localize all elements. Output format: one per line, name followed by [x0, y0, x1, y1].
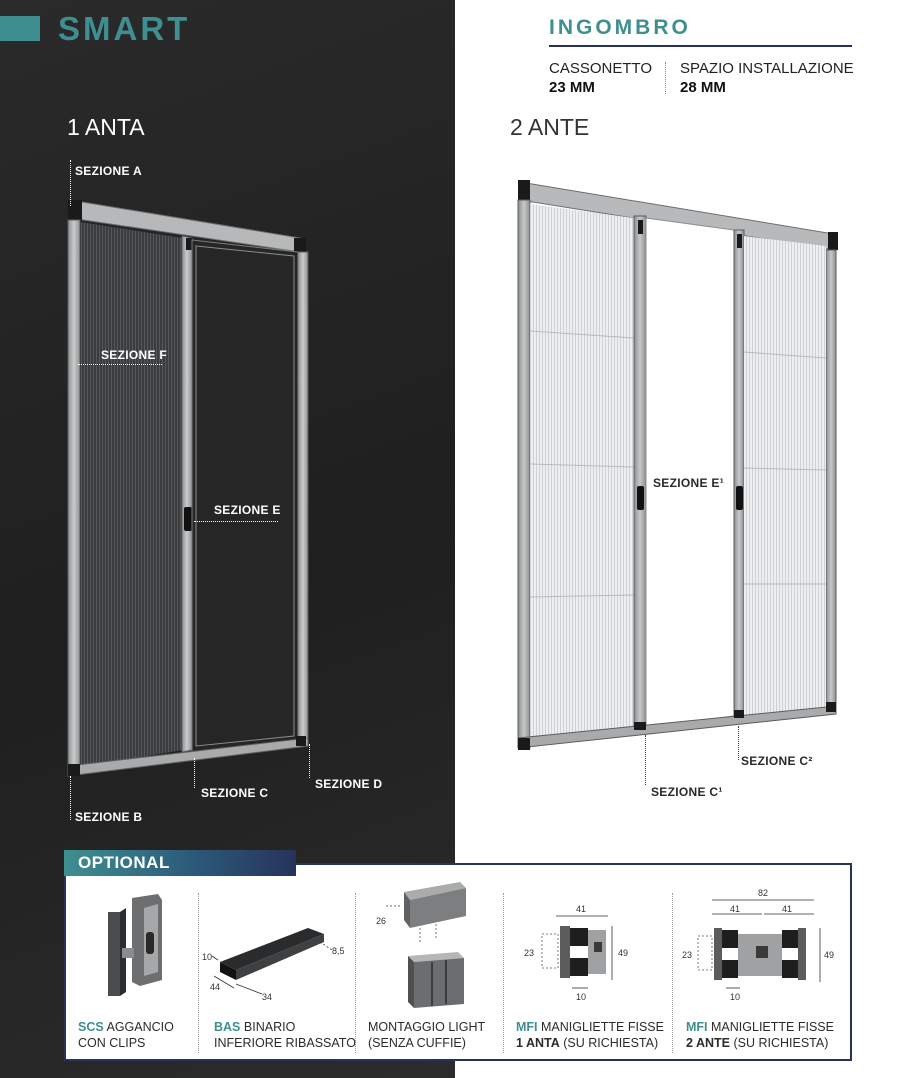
mfi1-dim-top: 41 — [576, 904, 586, 914]
mfi2-dim-total: 82 — [758, 888, 768, 898]
mfi2-dim-right: 41 — [782, 904, 792, 914]
leader-sezione-c1 — [645, 735, 646, 785]
mfi2-dim-left: 41 — [730, 904, 740, 914]
label-sezione-c2: SEZIONE C² — [741, 754, 813, 768]
cassonetto-label: CASSONETTO — [549, 60, 653, 77]
ingombro-rule — [549, 45, 852, 47]
door-2-ante-illustration — [517, 180, 838, 750]
installazione-value: 28 MM — [680, 79, 726, 96]
label-sezione-e: SEZIONE E — [214, 503, 281, 517]
label-sezione-c: SEZIONE C — [201, 786, 269, 800]
optional-line2: CON CLIPS — [78, 1036, 146, 1050]
variant-1-anta-title: 1 ANTA — [67, 114, 145, 140]
bas-dim-lip: 8,5 — [332, 946, 345, 956]
mfi-2-ante-picture: 82 41 41 23 49 10 — [682, 888, 834, 1002]
bas-dim-width: 44 — [210, 982, 220, 992]
optional-line1: MANIGLIETTE FISSE — [711, 1020, 834, 1034]
ingombro-heading: INGOMBRO — [549, 16, 691, 39]
optional-title: OPTIONAL — [78, 853, 170, 872]
optional-line2: (SENZA CUFFIE) — [368, 1036, 466, 1050]
optional-line2-bold: 1 ANTA — [516, 1036, 560, 1050]
optional-divider — [503, 893, 504, 1053]
brand-accent-bar — [0, 16, 40, 41]
mfi1-dim-right: 49 — [618, 948, 628, 958]
leader-sezione-e — [194, 521, 278, 522]
installazione-spec: SPAZIO INSTALLAZIONE 28 MM — [680, 59, 854, 97]
montaggio-light-picture: 26 — [376, 882, 466, 1008]
door-1-anta-illustration — [67, 199, 309, 777]
leader-sezione-f — [78, 364, 162, 365]
mfi1-dim-left: 23 — [524, 948, 534, 958]
brand-title: SMART — [58, 10, 191, 47]
optional-item-mfi-2-ante: MFI MANIGLIETTE FISSE 2 ANTE (SU RICHIES… — [686, 1019, 834, 1051]
mfi-1-anta-picture: 41 23 49 10 — [524, 904, 628, 1002]
label-sezione-c1: SEZIONE C¹ — [651, 785, 723, 799]
optional-line1: MONTAGGIO LIGHT — [368, 1020, 486, 1034]
optional-divider — [672, 893, 673, 1053]
leader-sezione-c2 — [738, 726, 739, 760]
leader-sezione-d — [309, 744, 310, 778]
label-sezione-b: SEZIONE B — [75, 810, 143, 824]
optional-code: MFI — [516, 1020, 538, 1034]
optional-divider — [198, 893, 199, 1053]
bas-dim-base: 34 — [262, 992, 272, 1002]
scs-clip-picture — [108, 894, 162, 996]
spec-divider — [665, 62, 666, 94]
optional-line2: (SU RICHIESTA) — [563, 1036, 659, 1050]
optional-line2: (SU RICHIESTA) — [733, 1036, 829, 1050]
mfi2-dim-bottom: 10 — [730, 992, 740, 1002]
optional-code: BAS — [214, 1020, 241, 1034]
optional-line2: INFERIORE RIBASSATO — [214, 1036, 356, 1050]
installazione-label: SPAZIO INSTALLAZIONE — [680, 60, 854, 77]
cassonetto-spec: CASSONETTO 23 MM — [549, 59, 652, 97]
variant-2-ante-title: 2 ANTE — [510, 114, 590, 140]
optional-line1: BINARIO — [243, 1020, 296, 1034]
bas-rail-picture: 10 8,5 44 34 — [202, 928, 345, 1002]
optional-code: MFI — [686, 1020, 708, 1034]
mfi1-dim-bottom: 10 — [576, 992, 586, 1002]
label-sezione-a: SEZIONE A — [75, 164, 142, 178]
optional-line1: AGGANCIO — [106, 1020, 174, 1034]
leader-sezione-c — [194, 758, 195, 788]
bas-dim-height: 10 — [202, 952, 212, 962]
label-sezione-f: SEZIONE F — [101, 348, 168, 362]
optional-tab: OPTIONAL — [64, 850, 296, 876]
optional-code: SCS — [78, 1020, 104, 1034]
optional-line1: MANIGLIETTE FISSE — [541, 1020, 664, 1034]
cassonetto-value: 23 MM — [549, 79, 595, 96]
leader-sezione-b — [70, 776, 71, 820]
optional-item-montaggio: MONTAGGIO LIGHT (SENZA CUFFIE) — [368, 1019, 485, 1051]
optional-item-bas: BAS BINARIO INFERIORE RIBASSATO — [214, 1019, 356, 1051]
montaggio-dim: 26 — [376, 916, 386, 926]
mfi2-dim-height: 23 — [682, 950, 692, 960]
optional-divider — [355, 893, 356, 1053]
label-sezione-e1: SEZIONE E¹ — [653, 476, 725, 490]
optional-item-mfi-1-anta: MFI MANIGLIETTE FISSE 1 ANTA (SU RICHIES… — [516, 1019, 664, 1051]
leader-sezione-a — [70, 160, 71, 206]
optional-item-scs: SCS AGGANCIO CON CLIPS — [78, 1019, 174, 1051]
label-sezione-d: SEZIONE D — [315, 777, 383, 791]
mfi2-dim-side: 49 — [824, 950, 834, 960]
optional-line2-bold: 2 ANTE — [686, 1036, 730, 1050]
